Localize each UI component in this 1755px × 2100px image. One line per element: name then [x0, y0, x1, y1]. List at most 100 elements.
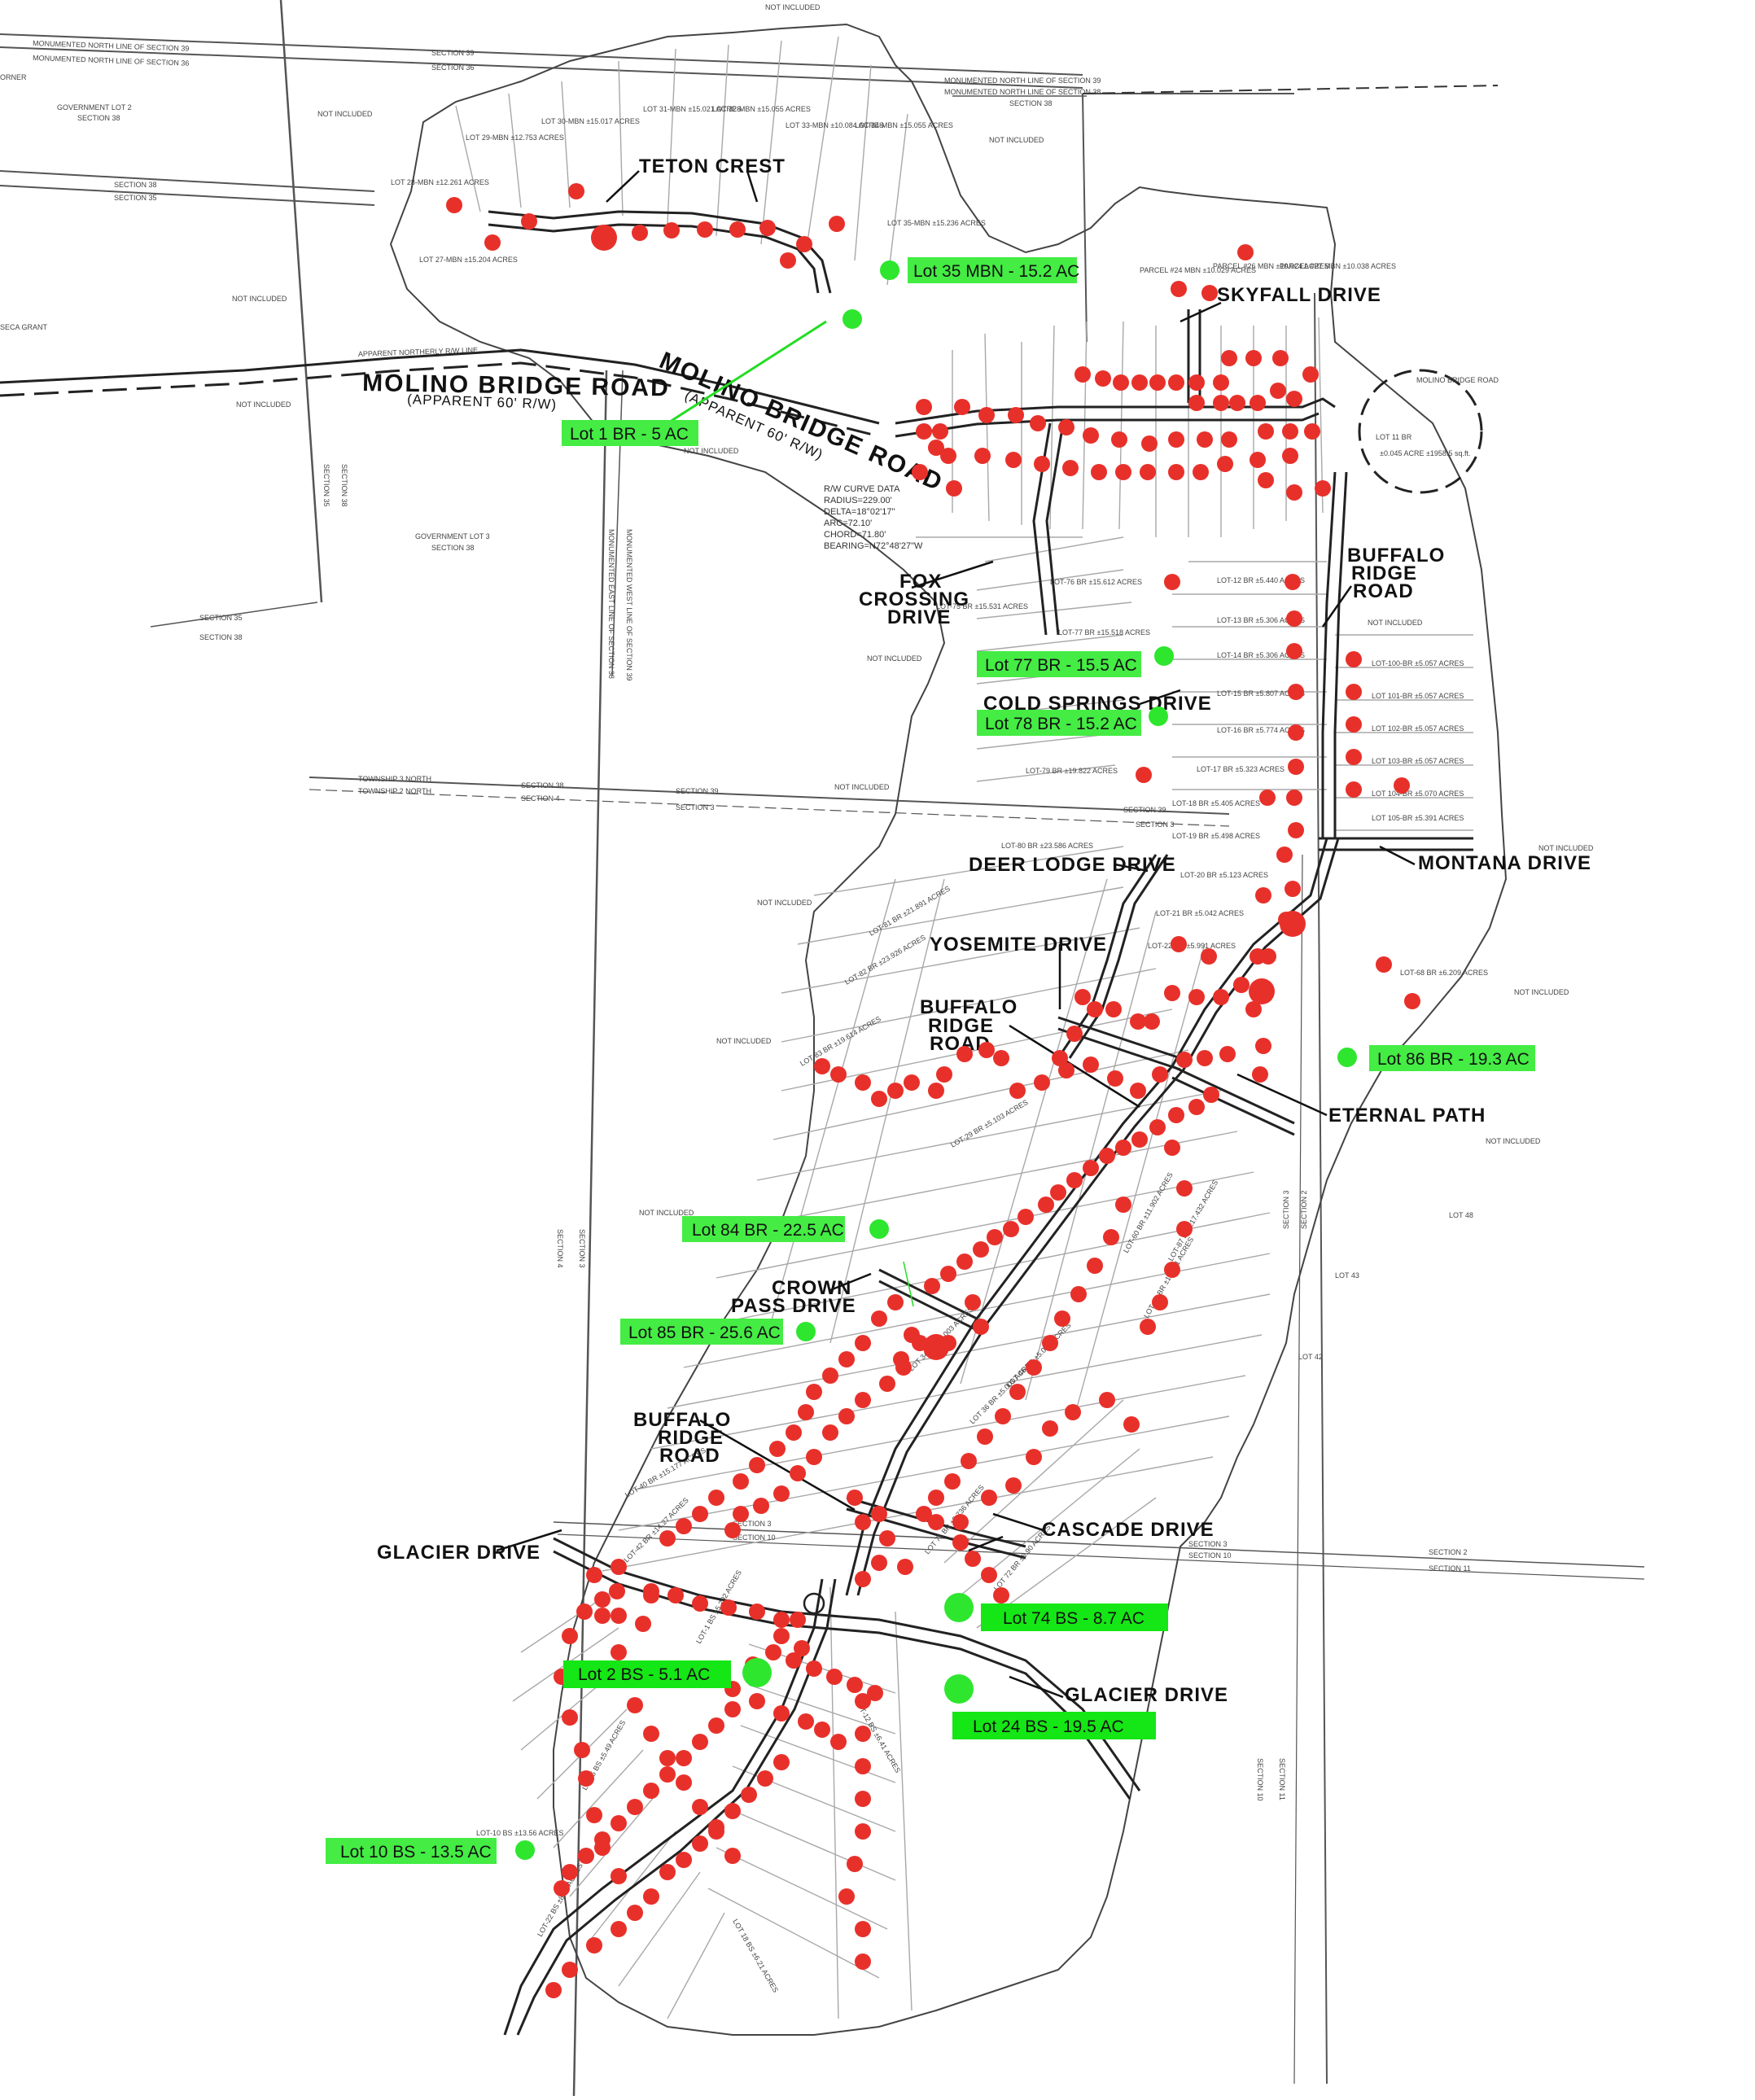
sold-lot-marker[interactable]: [1272, 350, 1289, 366]
sold-lot-marker[interactable]: [1176, 1052, 1193, 1068]
sold-lot-marker[interactable]: [928, 1083, 944, 1099]
sold-lot-marker[interactable]: [855, 1953, 871, 1970]
sold-lot-marker[interactable]: [928, 1514, 944, 1530]
sold-lot-marker[interactable]: [952, 1534, 969, 1551]
sold-lot-marker[interactable]: [981, 1567, 997, 1583]
sold-lot-marker[interactable]: [1404, 993, 1420, 1009]
sold-lot-marker[interactable]: [1149, 1119, 1166, 1135]
sold-lot-marker[interactable]: [759, 220, 776, 236]
sold-lot-marker[interactable]: [871, 1310, 887, 1327]
sold-lot-marker[interactable]: [806, 1660, 822, 1677]
sold-lot-marker[interactable]: [562, 1709, 578, 1726]
sold-lot-marker[interactable]: [806, 1384, 822, 1400]
sold-lot-marker[interactable]: [1034, 1074, 1050, 1091]
sold-lot-marker[interactable]: [1176, 1221, 1193, 1237]
sold-lot-marker[interactable]: [1005, 452, 1022, 468]
sold-lot-marker[interactable]: [814, 1722, 830, 1738]
sold-lot-marker[interactable]: [1346, 651, 1362, 667]
sold-lot-marker[interactable]: [562, 1864, 578, 1880]
sold-lot-marker[interactable]: [611, 1608, 627, 1624]
sold-lot-marker[interactable]: [1095, 370, 1111, 387]
sold-lot-marker[interactable]: [855, 1726, 871, 1742]
sold-lot-marker[interactable]: [806, 1449, 822, 1465]
sold-lot-marker[interactable]: [1103, 1229, 1119, 1245]
sold-lot-marker[interactable]: [897, 1559, 913, 1575]
sold-lot-marker[interactable]: [1005, 1477, 1022, 1494]
sold-lot-marker[interactable]: [1164, 1140, 1180, 1156]
sold-lot-marker[interactable]: [1087, 1258, 1103, 1274]
sold-lot-marker[interactable]: [611, 1815, 627, 1831]
sold-lot-marker-large[interactable]: [1280, 911, 1306, 937]
sold-lot-marker[interactable]: [1188, 395, 1205, 411]
sold-lot-marker[interactable]: [855, 1921, 871, 1937]
sold-lot-marker[interactable]: [924, 1278, 940, 1294]
sold-lot-marker[interactable]: [724, 1803, 741, 1819]
sold-lot-marker[interactable]: [790, 1612, 806, 1628]
sold-lot-marker[interactable]: [946, 480, 962, 497]
sold-lot-marker[interactable]: [1058, 1062, 1074, 1078]
sold-lot-marker[interactable]: [1233, 977, 1250, 993]
sold-lot-marker-large[interactable]: [1249, 978, 1275, 1004]
sold-lot-marker[interactable]: [1009, 1083, 1026, 1099]
sold-lot-marker[interactable]: [1115, 1140, 1131, 1156]
sold-lot-marker[interactable]: [1009, 1384, 1026, 1400]
sold-lot-marker[interactable]: [1087, 1001, 1103, 1017]
sold-lot-marker[interactable]: [879, 1376, 895, 1392]
sold-lot-marker-large[interactable]: [591, 225, 617, 251]
sold-lot-marker[interactable]: [954, 399, 970, 415]
sold-lot-marker[interactable]: [981, 1490, 997, 1506]
sold-lot-marker[interactable]: [1168, 374, 1184, 391]
sold-lot-marker[interactable]: [729, 221, 746, 238]
available-lot-label[interactable]: Lot 10 BS - 13.5 AC: [340, 1843, 492, 1862]
sold-lot-marker[interactable]: [893, 1351, 909, 1367]
available-lot-label[interactable]: Lot 74 BS - 8.7 AC: [1003, 1609, 1144, 1628]
sold-lot-marker[interactable]: [733, 1473, 749, 1490]
available-lot-marker[interactable]: [944, 1674, 974, 1704]
sold-lot-marker[interactable]: [521, 213, 537, 230]
sold-lot-marker[interactable]: [1286, 391, 1302, 407]
sold-lot-marker[interactable]: [1144, 1013, 1160, 1030]
sold-lot-marker[interactable]: [484, 234, 501, 251]
sold-lot-marker[interactable]: [798, 1404, 814, 1420]
sold-lot-marker[interactable]: [773, 1628, 790, 1644]
sold-lot-marker[interactable]: [916, 1506, 932, 1522]
sold-lot-marker[interactable]: [1130, 1083, 1146, 1099]
sold-lot-marker[interactable]: [1168, 464, 1184, 480]
sold-lot-marker[interactable]: [611, 1644, 627, 1660]
sold-lot-marker[interactable]: [720, 1599, 737, 1616]
available-lot-marker[interactable]: [944, 1593, 974, 1622]
sold-lot-marker[interactable]: [1302, 366, 1319, 383]
sold-lot-marker[interactable]: [1245, 350, 1262, 366]
sold-lot-marker[interactable]: [1052, 1050, 1068, 1066]
sold-lot-marker[interactable]: [1050, 1184, 1066, 1201]
sold-lot-marker[interactable]: [1376, 956, 1392, 973]
sold-lot-marker[interactable]: [632, 225, 648, 241]
sold-lot-marker[interactable]: [1074, 366, 1091, 383]
sold-lot-marker[interactable]: [974, 448, 991, 464]
sold-lot-marker[interactable]: [978, 407, 995, 423]
sold-lot-marker[interactable]: [912, 464, 928, 480]
available-lot-marker[interactable]: [515, 1840, 535, 1860]
sold-lot-marker[interactable]: [936, 1066, 952, 1083]
sold-lot-marker[interactable]: [562, 1962, 578, 1978]
available-lot-marker[interactable]: [796, 1322, 816, 1341]
sold-lot-marker[interactable]: [578, 1770, 594, 1787]
sold-lot-marker[interactable]: [855, 1392, 871, 1408]
sold-lot-marker[interactable]: [1062, 460, 1079, 476]
sold-lot-marker[interactable]: [830, 1734, 847, 1750]
sold-lot-marker[interactable]: [1270, 383, 1286, 399]
sold-lot-marker[interactable]: [1285, 574, 1301, 590]
sold-lot-marker[interactable]: [965, 1551, 981, 1567]
sold-lot-marker[interactable]: [1083, 1160, 1099, 1176]
sold-lot-marker[interactable]: [1221, 350, 1237, 366]
sold-lot-marker[interactable]: [1213, 989, 1229, 1005]
sold-lot-marker[interactable]: [1346, 781, 1362, 798]
sold-lot-marker[interactable]: [697, 221, 713, 238]
sold-lot-marker[interactable]: [1003, 1221, 1019, 1237]
sold-lot-marker[interactable]: [1304, 423, 1320, 440]
sold-lot-marker[interactable]: [940, 448, 956, 464]
sold-lot-marker[interactable]: [1099, 1148, 1115, 1164]
sold-lot-marker[interactable]: [1213, 374, 1229, 391]
sold-lot-marker[interactable]: [1282, 448, 1298, 464]
sold-lot-marker[interactable]: [1394, 777, 1410, 794]
